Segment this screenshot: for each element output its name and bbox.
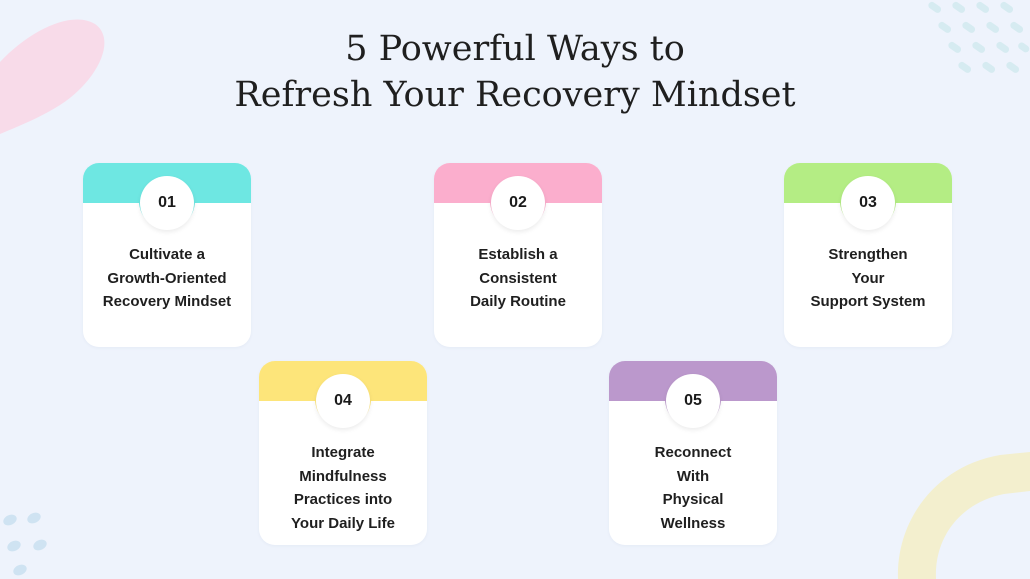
step-text-line: Consistent — [479, 269, 557, 287]
step-card-05: 05 Reconnect With Physical Wellness — [609, 361, 777, 545]
step-text-line: Wellness — [660, 514, 726, 532]
dot-pattern — [3, 512, 47, 576]
step-description: Integrate Mindfulness Practices into You… — [263, 441, 423, 535]
step-number-badge: 04 — [316, 374, 370, 428]
step-description: Strengthen Your Support System — [788, 243, 948, 314]
step-text-line: Practices into — [293, 491, 393, 508]
step-number-badge: 05 — [666, 374, 720, 428]
step-text-line: Daily Routine — [470, 293, 566, 310]
step-number-badge: 02 — [491, 176, 545, 230]
step-text-line: Your — [851, 269, 885, 287]
step-description: Cultivate a Growth-Oriented Recovery Min… — [87, 243, 247, 314]
title-line-1: 5 Powerful Ways to — [345, 29, 685, 69]
step-text-line: With — [676, 467, 710, 485]
step-text-line: Physical — [662, 491, 724, 508]
step-number-badge: 01 — [140, 176, 194, 230]
step-text-line: Reconnect — [654, 444, 732, 461]
step-card-04: 04 Integrate Mindfulness Practices into … — [259, 361, 427, 545]
step-text-line: Mindfulness — [299, 467, 387, 485]
page-title: 5 Powerful Ways to Refresh Your Recovery… — [0, 26, 1030, 118]
step-card-01: 01 Cultivate a Growth-Oriented Recovery … — [83, 163, 251, 347]
step-text-line: Integrate — [311, 444, 375, 461]
yellow-ring-shape — [897, 452, 1030, 579]
step-text-line: Growth-Oriented — [107, 269, 227, 287]
step-number-badge: 03 — [841, 176, 895, 230]
step-text-line: Recovery Mindset — [102, 293, 232, 310]
step-description: Establish a Consistent Daily Routine — [438, 243, 598, 314]
title-line-2: Refresh Your Recovery Mindset — [234, 75, 796, 115]
step-card-03: 03 Strengthen Your Support System — [784, 163, 952, 347]
step-text-line: Strengthen — [828, 246, 908, 263]
step-text-line: Cultivate a — [129, 246, 205, 263]
step-text-line: Establish a — [478, 246, 558, 263]
step-card-02: 02 Establish a Consistent Daily Routine — [434, 163, 602, 347]
step-description: Reconnect With Physical Wellness — [613, 441, 773, 535]
step-text-line: Support System — [810, 293, 926, 310]
step-text-line: Your Daily Life — [291, 514, 395, 532]
